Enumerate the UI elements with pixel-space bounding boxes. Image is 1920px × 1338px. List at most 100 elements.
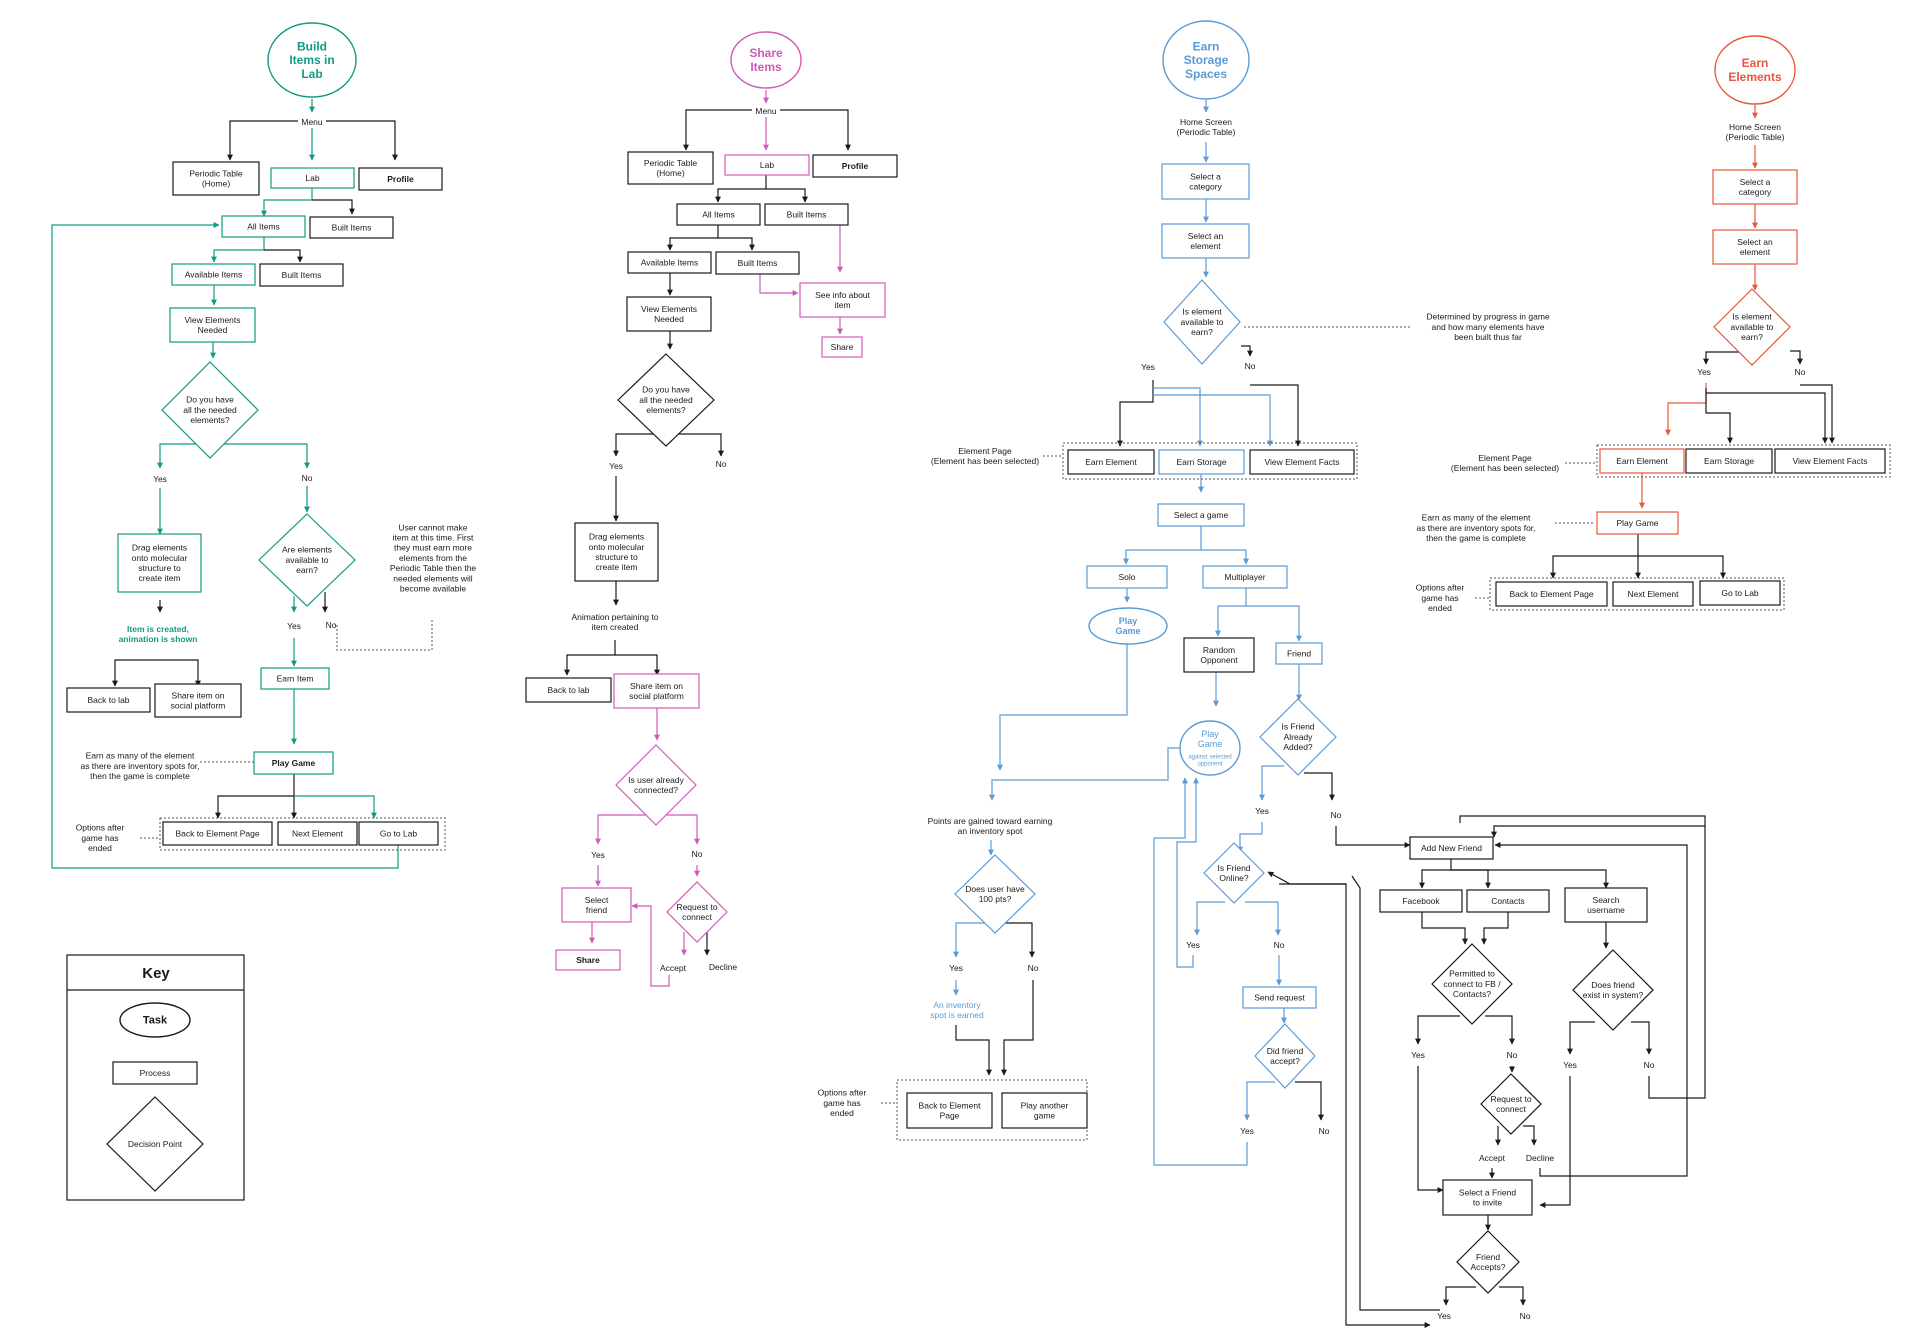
- flow-storage-earn-element-box[interactable]: Earn Element: [1067, 449, 1155, 475]
- flow-build-back-element-box[interactable]: Back to Element Page: [162, 821, 273, 846]
- flow-build-back-lab-box[interactable]: Back to lab: [66, 687, 151, 713]
- process-shape: [1183, 637, 1255, 673]
- flow-storage-earn-storage-box[interactable]: Earn Storage: [1158, 449, 1245, 475]
- connector-arrow: [326, 120, 398, 161]
- flow-build-profile-box[interactable]: Profile: [358, 167, 443, 191]
- flow-elements-back-element-box[interactable]: Back to Element Page: [1495, 581, 1608, 607]
- flow-elements-go-lab-box[interactable]: Go to Lab: [1699, 580, 1781, 606]
- flow-storage-play-game-solo-line: Play: [1119, 616, 1138, 626]
- flow-build-built-items-box[interactable]: Built Items: [309, 216, 394, 239]
- flow-build-task-line: Items in: [289, 53, 334, 67]
- flow-build-go-lab-box[interactable]: Go to Lab: [358, 821, 439, 846]
- flow-elements-earn-element-box[interactable]: Earn Element: [1599, 448, 1685, 474]
- flow-storage-friend-box[interactable]: Friend: [1275, 642, 1323, 665]
- flow-build-periodic: Periodic Table(Home): [189, 168, 243, 188]
- flow-build-earn-item-box[interactable]: Earn Item: [260, 667, 330, 690]
- flow-share-all-items-box[interactable]: All Items: [676, 203, 761, 226]
- flow-share-share-box[interactable]: Share: [821, 336, 863, 358]
- flow-share-share2-box[interactable]: Share: [555, 949, 621, 971]
- flow-share-built-items-box[interactable]: Built Items: [764, 203, 849, 226]
- flow-share-decline: Decline: [709, 962, 738, 972]
- flow-build-built-items2-box[interactable]: Built Items: [259, 263, 344, 287]
- flow-storage-is-available-line: Is element: [1182, 307, 1222, 317]
- flow-build-play-game-box[interactable]: Play Game: [253, 751, 334, 775]
- flow-share-profile-box[interactable]: Profile: [812, 154, 898, 178]
- connector-arrow: [1550, 534, 1639, 579]
- flow-storage-is-available-line: earn?: [1191, 327, 1213, 337]
- flow-storage-add-new-friend-box[interactable]: Add New Friend: [1409, 836, 1494, 860]
- flow-build-all-items-box[interactable]: All Items: [221, 215, 306, 238]
- connector-arrow: [1259, 765, 1284, 801]
- connector-arrow: [51, 222, 399, 869]
- flow-share-available-items-box[interactable]: Available Items: [627, 251, 712, 274]
- flow-storage-send-request-box[interactable]: Send request: [1242, 986, 1317, 1009]
- flow-build-available-items-box[interactable]: Available Items: [171, 263, 256, 286]
- flow-build-next-element-box[interactable]: Next Element: [277, 821, 358, 846]
- flow-share-back-lab-box[interactable]: Back to lab: [525, 677, 612, 703]
- process-shape: [1612, 581, 1694, 607]
- connector-arrow: [1567, 1021, 1595, 1055]
- flow-storage-multiplayer-box[interactable]: Multiplayer: [1202, 565, 1288, 589]
- flow-storage-select-game-box[interactable]: Select a game: [1157, 503, 1245, 527]
- connector-arrow: [780, 109, 851, 151]
- flow-share-built-items2-box[interactable]: Built Items: [715, 251, 800, 275]
- flow-build-note-cannot-line: Periodic Table then the: [390, 563, 477, 573]
- flow-elements-earn-storage-box[interactable]: Earn Storage: [1685, 448, 1773, 474]
- flow-storage-solo-box[interactable]: Solo: [1086, 565, 1168, 589]
- connector-arrow: [1459, 815, 1706, 826]
- flow-build-periodic-box[interactable]: Periodic Table(Home): [172, 161, 260, 196]
- flow-build-lab-box[interactable]: Lab: [270, 167, 355, 189]
- flow-elements-play-game-box[interactable]: Play Game: [1596, 511, 1679, 535]
- flow-share-periodic-box[interactable]: Periodic Table(Home): [627, 151, 714, 185]
- flow-share-lab-box[interactable]: Lab: [724, 154, 810, 176]
- flow-elements-next-element-box[interactable]: Next Element: [1612, 581, 1694, 607]
- flow-storage-view-facts-box[interactable]: View Element Facts: [1249, 449, 1355, 475]
- flow-storage-decline: Decline: [1526, 1153, 1555, 1163]
- flow-storage-contacts-box[interactable]: Contacts: [1466, 889, 1550, 913]
- flow-storage-has-100-line: 100 pts?: [979, 894, 1012, 904]
- flow-storage-no-100: No: [1028, 963, 1039, 973]
- flow-storage-facebook-box[interactable]: Facebook: [1379, 889, 1463, 913]
- flow-elements-view-facts-box[interactable]: View Element Facts: [1774, 448, 1886, 474]
- connector-arrow: [1415, 1015, 1460, 1045]
